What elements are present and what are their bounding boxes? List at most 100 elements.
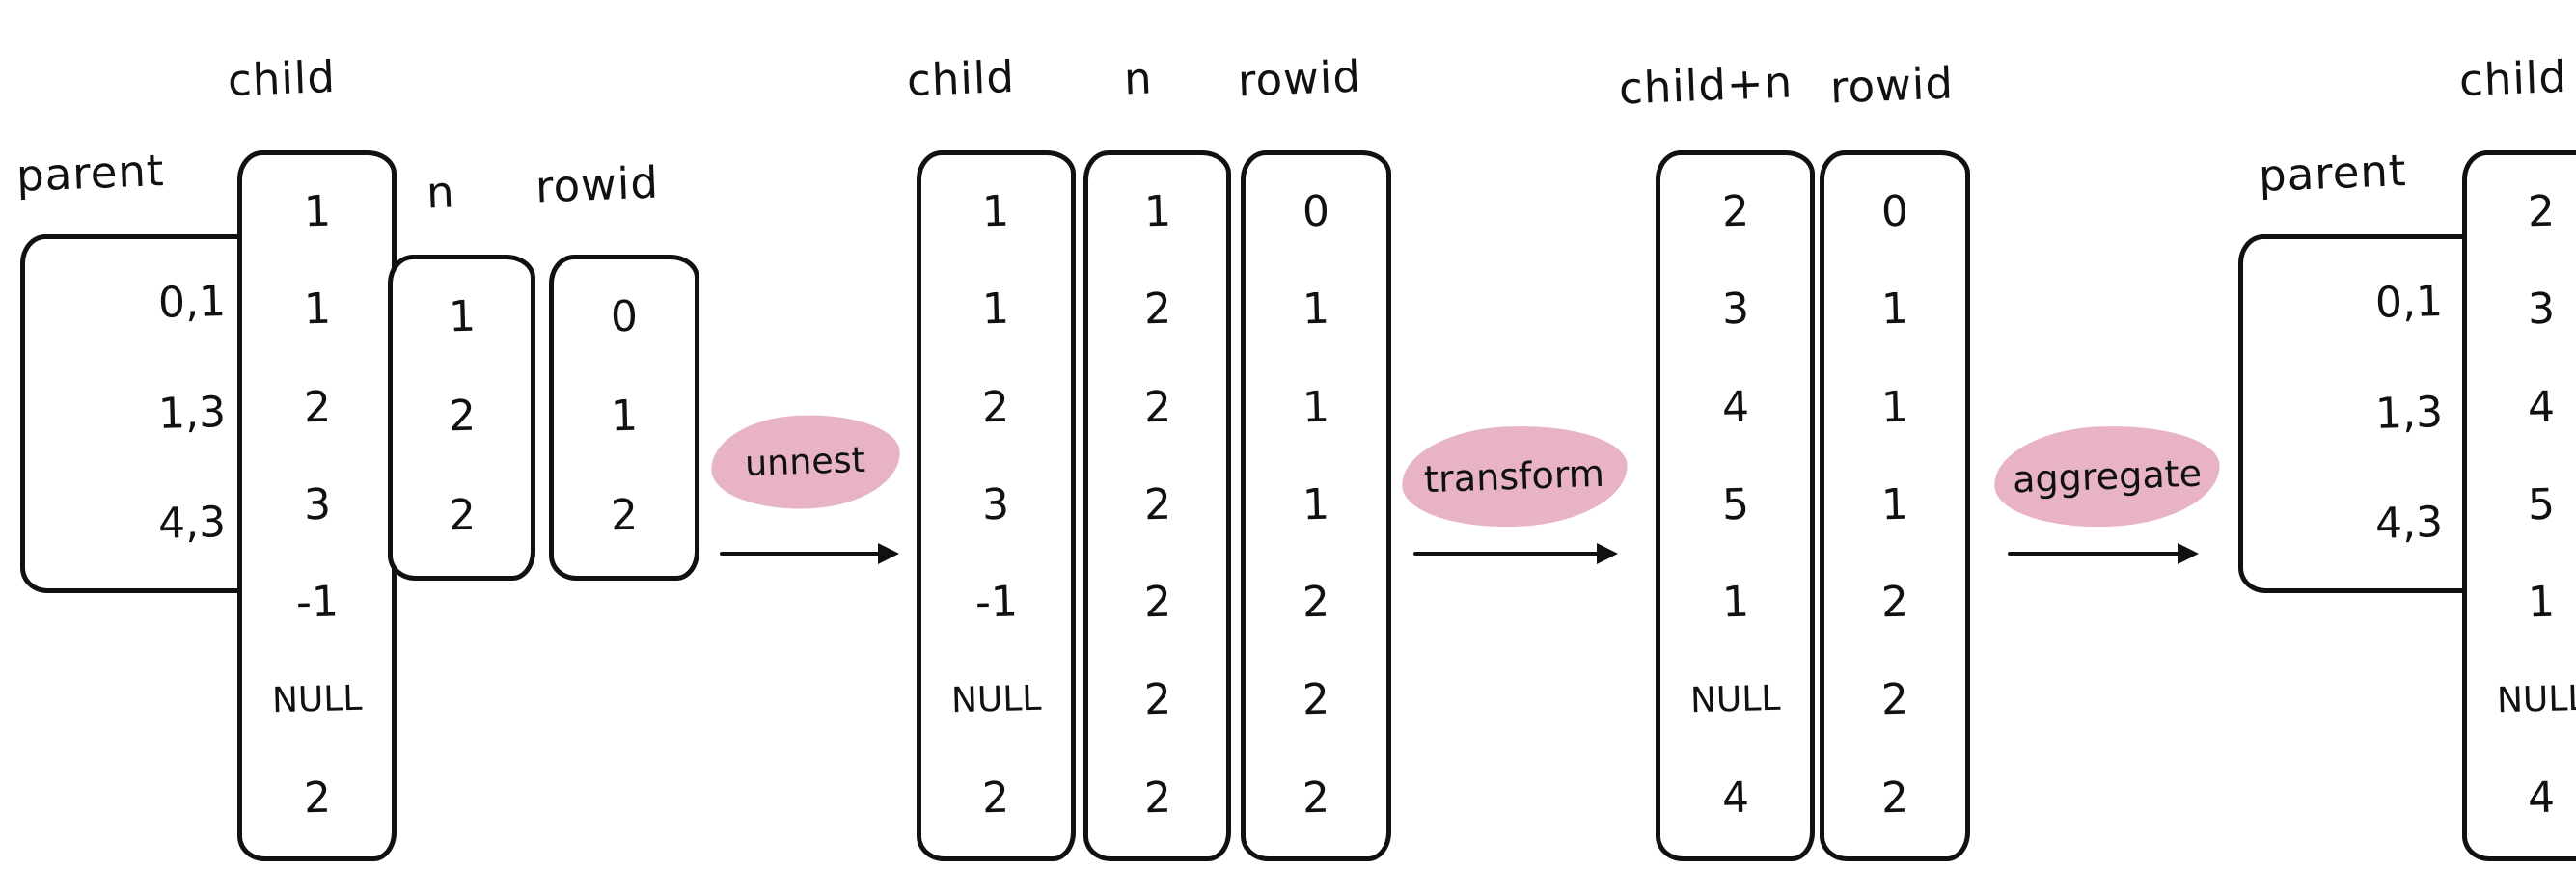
cell-value: 4,3 [156, 498, 227, 550]
cell-value: 2 [1143, 577, 1172, 628]
data-cell: 2 [1246, 554, 1386, 651]
flow-arrow-2 [1413, 552, 1615, 557]
cell-value: 1 [1880, 479, 1910, 530]
cell-value: 3 [1721, 285, 1750, 335]
data-cell: 2 [393, 466, 531, 565]
operation-transform[interactable]: transform [1399, 421, 1631, 533]
operation-label: aggregate [2011, 451, 2203, 502]
cell-value: 2 [1143, 479, 1172, 530]
cell-value: 2 [610, 491, 639, 541]
data-cell: 2 [921, 359, 1071, 456]
cell-value: 1 [1880, 285, 1910, 335]
column-label-rowid-unnested: rowid [1237, 51, 1362, 107]
cell-value: 1 [1143, 186, 1172, 237]
data-cell: 1 [2467, 554, 2576, 651]
data-cell: 2 [1088, 456, 1226, 554]
data-cell: 1 [393, 267, 531, 367]
data-cell: 2 [921, 749, 1071, 847]
cell-value: NULL [2496, 679, 2576, 721]
data-cell: 4 [1660, 749, 1810, 847]
cell-value: -1 [973, 577, 1019, 628]
data-cell: 5 [2467, 456, 2576, 554]
data-cell: 0 [554, 267, 695, 367]
column-label-child-output: child [2457, 51, 2568, 107]
cell-value: 2 [1880, 577, 1910, 628]
cell-value: 2 [1721, 186, 1750, 237]
data-cell: 1 [921, 163, 1071, 260]
cell-value: 4 [1721, 382, 1750, 433]
data-cell: NULL [2467, 651, 2576, 748]
cell-value: 2 [1880, 773, 1910, 824]
cell-value: NULL [950, 679, 1042, 721]
column-rowid-input: 0 1 2 [548, 254, 699, 581]
data-cell: 2 [2467, 163, 2576, 260]
data-cell: 2 [242, 359, 392, 456]
cell-value: 1 [1302, 382, 1331, 433]
cell-value: 2 [2527, 186, 2557, 237]
data-cell: 2 [1246, 749, 1386, 847]
cell-value: 2 [1143, 382, 1172, 433]
data-cell: 1 [1824, 456, 1965, 554]
column-label-parent-input: parent [15, 144, 166, 202]
cell-value: 5 [2527, 479, 2557, 530]
cell-value: 2 [1880, 675, 1910, 725]
data-cell: 0 [1246, 163, 1386, 260]
cell-value: 2 [1302, 773, 1331, 824]
data-cell: 2 [1824, 749, 1965, 847]
cell-value: 2 [981, 773, 1011, 824]
data-cell: 3 [1660, 260, 1810, 358]
data-cell: 1 [1088, 163, 1226, 260]
data-cell: -1 [921, 554, 1071, 651]
cell-value: 0 [1302, 186, 1331, 237]
cell-value: 1 [610, 391, 639, 442]
cell-value: 1 [1302, 285, 1331, 335]
cell-value: 2 [981, 382, 1011, 433]
operation-label: unnest [744, 438, 866, 485]
data-cell: 1 [242, 260, 392, 358]
data-cell: 2 [1088, 651, 1226, 748]
cell-value: 1 [447, 291, 477, 342]
data-cell: 3 [921, 456, 1071, 554]
cell-value: 3 [2527, 285, 2557, 335]
cell-value: 4 [2527, 773, 2557, 824]
data-cell: 1 [1246, 359, 1386, 456]
cell-value: 2 [302, 382, 332, 433]
cell-value: 2 [1302, 675, 1331, 725]
flow-arrow-1 [719, 552, 895, 557]
cell-value: 1 [302, 186, 332, 237]
column-label-child-unnested: child [905, 51, 1016, 107]
operation-aggregate[interactable]: aggregate [1991, 421, 2223, 533]
column-label-child-input: child [226, 51, 337, 107]
cell-value: 1,3 [2374, 387, 2445, 439]
data-cell: 2 [1088, 359, 1226, 456]
data-cell: -1 [242, 554, 392, 651]
data-cell: 1 [242, 163, 392, 260]
data-cell: 1 [554, 367, 695, 466]
cell-value: -1 [294, 577, 340, 628]
cell-value: 1 [1880, 382, 1910, 433]
cell-value: 2 [1302, 577, 1331, 628]
column-label-childplusn-transformed: child+n [1618, 56, 1795, 115]
cell-value: 2 [302, 773, 332, 824]
data-cell: 4 [1660, 359, 1810, 456]
cell-value: 0 [610, 291, 639, 342]
data-cell: 2 [393, 367, 531, 466]
data-cell: NULL [921, 651, 1071, 748]
cell-value: 1 [2527, 577, 2557, 628]
cell-value: 0,1 [2374, 276, 2445, 328]
column-label-rowid-input: rowid [534, 156, 660, 213]
operation-unnest[interactable]: unnest [708, 409, 903, 514]
cell-value: 1 [302, 285, 332, 335]
cell-value: NULL [271, 679, 363, 721]
data-cell: 2 [554, 466, 695, 565]
data-cell: 4 [2467, 749, 2576, 847]
